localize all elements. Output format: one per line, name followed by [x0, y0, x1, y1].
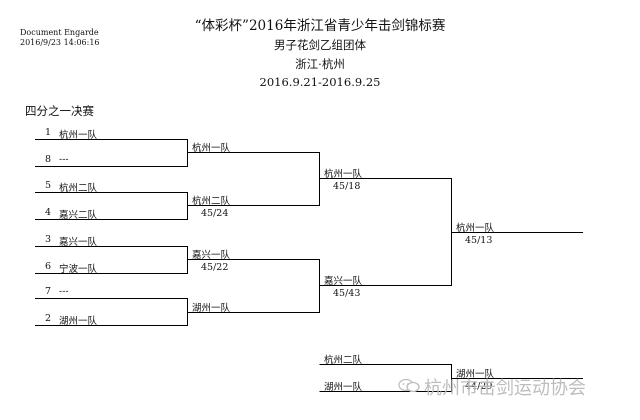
final-score-1: 45/18: [333, 181, 361, 192]
seed-number: 4: [45, 207, 52, 218]
sf-team-2: 杭州二队: [192, 196, 231, 207]
sf-team-1: 杭州一队: [192, 143, 231, 154]
champion-team: 杭州一队: [456, 223, 495, 234]
competition-title: “体彩杯”2016年浙江省青少年击剑锦标赛: [194, 18, 446, 34]
location: 浙江·杭州: [295, 57, 345, 71]
bracket-connector-qf-1: [35, 139, 188, 167]
seed-number: 3: [45, 234, 52, 245]
seed-number: 7: [45, 286, 52, 297]
final-team-1: 杭州一队: [324, 169, 363, 180]
seed-number: 1: [45, 127, 52, 138]
sf-score-3: 45/22: [201, 262, 229, 273]
qf-team-2: ---: [59, 154, 69, 165]
qf-team-5: 嘉兴一队: [59, 237, 98, 248]
qf-team-3: 杭州二队: [59, 183, 98, 194]
wechat-icon: [398, 378, 420, 393]
third-place-winner: 湖州一队: [456, 369, 495, 380]
third-place-team-2: 湖州一队: [324, 382, 363, 393]
sf-team-4: 湖州一队: [192, 303, 231, 314]
sf-score-2: 45/24: [201, 208, 229, 219]
bracket-connector-qf-4: [35, 298, 188, 326]
software-label: Document Engarde: [20, 28, 99, 37]
round-label: 四分之一决赛: [25, 104, 94, 118]
timestamp: 2016/9/23 14:06:16: [20, 38, 100, 47]
date-range: 2016.9.21-2016.9.25: [259, 75, 381, 89]
seed-number: 5: [45, 180, 52, 191]
sf-team-3: 嘉兴一队: [192, 250, 231, 261]
champion-score: 45/13: [465, 235, 493, 246]
bracket-connector-final: [319, 178, 452, 286]
event-name: 男子花剑乙组团体: [274, 38, 366, 52]
final-score-2: 45/43: [333, 288, 361, 299]
qf-team-1: 杭州一队: [59, 130, 98, 141]
qf-team-8: 湖州一队: [59, 316, 98, 327]
qf-team-7: ---: [59, 286, 69, 297]
qf-team-6: 宁波一队: [59, 264, 98, 275]
seed-number: 6: [45, 261, 52, 272]
seed-number: 8: [45, 154, 52, 165]
third-place-score: 44/29: [465, 381, 493, 392]
seed-number: 2: [45, 313, 52, 324]
final-team-2: 嘉兴一队: [324, 276, 363, 287]
third-place-team-1: 杭州二队: [324, 355, 363, 366]
watermark-text: 杭州市击剑运动协会: [424, 378, 586, 399]
qf-team-4: 嘉兴二队: [59, 210, 98, 221]
bracket-connector-qf-2: [35, 192, 188, 220]
bracket-connector-qf-3: [35, 246, 188, 274]
